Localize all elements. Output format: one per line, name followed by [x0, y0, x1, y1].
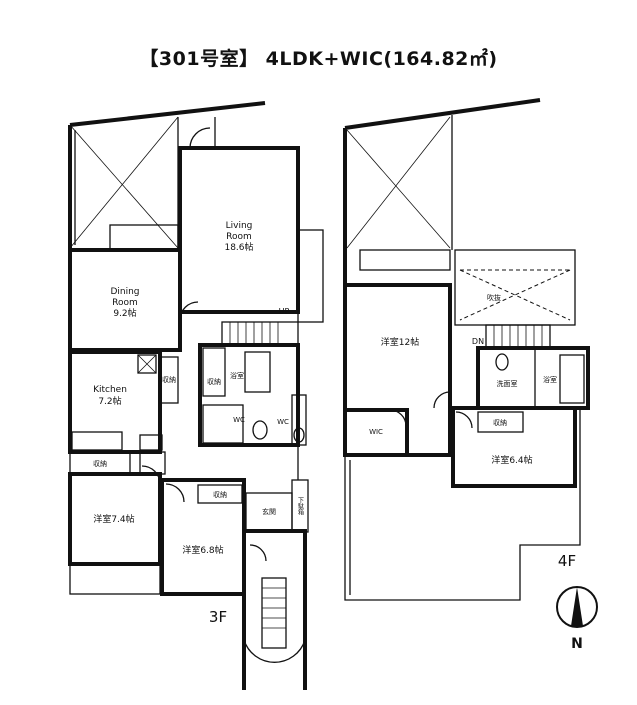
wic	[343, 408, 409, 457]
western-room-12	[343, 283, 452, 457]
kitchen-label-line1: Kitchen	[93, 385, 127, 395]
living-label-line2: Room	[226, 232, 252, 242]
north-arrow-icon	[556, 586, 598, 628]
wc-3f-label-2: WC	[277, 418, 289, 426]
wet-area-3f	[198, 343, 300, 447]
dining-label-line3: 9.2帖	[113, 307, 136, 319]
dining-label-line1: Dining	[110, 287, 139, 297]
dining-label-line2: Room	[112, 298, 138, 308]
void-area	[454, 249, 576, 326]
stairs-3f-center	[221, 321, 299, 345]
entrance-label: 玄関	[262, 507, 276, 516]
balcony-4f-north	[343, 98, 541, 285]
wc-3f-label-1: WC	[233, 416, 245, 424]
shoe-cabinet-label: 下駄箱	[297, 497, 304, 516]
storage-4f-label: 収納	[493, 418, 507, 427]
western-74-label: 洋室7.4帖	[93, 513, 134, 525]
void-label: 吹抜	[487, 293, 501, 302]
living-label-line3: 18.6帖	[224, 241, 253, 253]
plan-title: 【301号室】 4LDK+WIC(164.82㎡)	[139, 48, 498, 70]
storage-mid-label: 収納	[213, 490, 227, 499]
western-room-68	[160, 478, 246, 596]
western-room-64	[451, 406, 577, 488]
bath-4f-label: 浴室	[543, 375, 557, 384]
north-label: N	[571, 636, 583, 652]
bath-3f-label: 浴室	[230, 371, 244, 380]
living-bay	[297, 229, 324, 323]
storage-kitchen-label: 収納	[162, 375, 176, 384]
floor-3f-plan	[68, 101, 324, 690]
door-swing	[189, 127, 211, 149]
wet-area-4f	[476, 346, 590, 410]
storage-wash-label: 収納	[207, 377, 221, 386]
floor-4f-label: 4F	[558, 552, 576, 570]
western-12-label: 洋室12帖	[381, 336, 419, 348]
western-68-label: 洋室6.8帖	[182, 544, 223, 556]
western-64-label: 洋室6.4帖	[491, 454, 532, 466]
floor-3f-label: 3F	[209, 608, 227, 626]
living-label-line1: Living	[226, 221, 253, 231]
up-label: UP	[279, 307, 290, 316]
floor-4f-plan	[343, 98, 590, 601]
kitchen-label-line2: 7.2帖	[98, 395, 121, 407]
exterior-stairs-3f	[242, 531, 306, 690]
wash-room-label: 洗面室	[497, 379, 518, 388]
storage-west-label: 収納	[93, 459, 107, 468]
stairs-4f	[485, 324, 551, 348]
wic-label: WIC	[369, 428, 383, 436]
dn-label: DN	[472, 337, 484, 346]
